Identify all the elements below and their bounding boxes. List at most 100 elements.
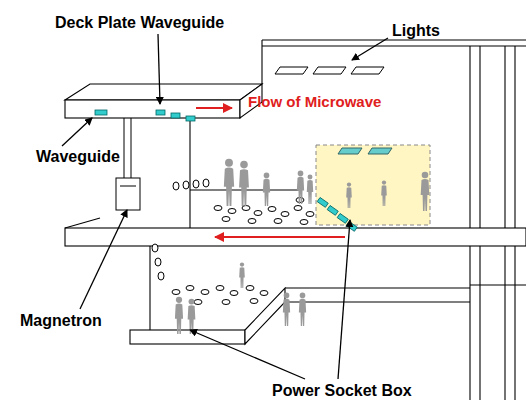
- people: [263, 173, 270, 206]
- power-socket-boxes: [214, 206, 222, 211]
- deck-plate-slots: [95, 110, 107, 115]
- waveguide-riser: [131, 118, 132, 178]
- leader-arrows: [80, 210, 127, 309]
- people: [421, 172, 430, 211]
- people: [239, 262, 245, 288]
- deck-plate-slots: [156, 110, 165, 115]
- waveguide-riser: [116, 178, 140, 210]
- people: [381, 180, 387, 206]
- power-socket-boxes: [194, 300, 202, 305]
- people: [239, 161, 249, 206]
- building-frame: [514, 46, 515, 400]
- power-socket-boxes: [250, 299, 258, 304]
- ceiling-lights: [275, 67, 384, 74]
- power-socket-boxes: [173, 182, 179, 190]
- ceiling-lights: [275, 67, 308, 74]
- power-socket-boxes: [242, 206, 250, 211]
- ceiling-lights: [313, 67, 346, 74]
- power-socket-boxes: [268, 207, 276, 212]
- power-socket-boxes: [254, 211, 262, 216]
- deck-plate-slots: [346, 221, 357, 231]
- people: [297, 171, 304, 204]
- deck-plate-slots: [317, 197, 328, 207]
- leader-arrows: [190, 330, 305, 379]
- deck-plate-slots: [95, 110, 357, 231]
- building-frame: [504, 46, 505, 400]
- middle-slab: [65, 228, 526, 246]
- power-socket-boxes: [186, 286, 194, 291]
- leader-arrows: [338, 220, 350, 379]
- waveguide-riser: [120, 186, 136, 187]
- lower-slab: [245, 288, 285, 344]
- power-socket-boxes: [183, 181, 189, 189]
- deck-plate-slots: [171, 113, 180, 118]
- power-socket-boxes: [281, 212, 289, 217]
- middle-slab: [65, 218, 526, 246]
- microwave-flow-arrows: [215, 236, 345, 238]
- power-socket-boxes: [193, 180, 199, 188]
- power-socket-boxes: [260, 291, 268, 296]
- power-socket-boxes: [230, 291, 238, 296]
- power-socket-boxes: [201, 290, 209, 295]
- leader-arrows: [62, 118, 92, 146]
- part-label: Waveguide: [36, 148, 120, 166]
- lower-slab: [285, 287, 470, 288]
- power-socket-boxes: [216, 286, 224, 291]
- leader-arrows: [62, 34, 388, 379]
- building-frame: [189, 118, 190, 228]
- lower-slab: [285, 301, 470, 302]
- deck-plate-slots: [327, 205, 338, 215]
- ceiling-lights: [351, 67, 384, 74]
- leader-arrows: [352, 38, 388, 60]
- upper-slab: [65, 84, 262, 118]
- power-socket-boxes: [152, 244, 158, 252]
- microwave-flow-arrows: [196, 108, 345, 237]
- power-socket-boxes: [274, 219, 282, 224]
- building-frame: [262, 39, 526, 40]
- microwave-flow-arrows: [196, 107, 232, 109]
- power-socket-boxes: [203, 179, 209, 187]
- people: [175, 159, 429, 334]
- building-frame: [470, 284, 526, 285]
- office-room: [316, 145, 430, 225]
- power-socket-boxes: [222, 217, 230, 222]
- people: [307, 175, 313, 204]
- upper-slab: [65, 100, 240, 118]
- part-label: Power Socket Box: [272, 382, 412, 400]
- office-room: [368, 148, 392, 154]
- people: [346, 182, 352, 208]
- power-socket-boxes: [306, 212, 314, 217]
- part-label: Magnetron: [20, 312, 102, 330]
- building-frame: [149, 246, 150, 330]
- building-frame: [261, 40, 262, 84]
- power-socket-boxes: [248, 219, 256, 224]
- building-frame: [262, 45, 526, 46]
- deck-plate-slots: [186, 116, 195, 121]
- power-socket-boxes: [222, 300, 230, 305]
- people: [283, 293, 290, 326]
- power-socket-boxes: [228, 209, 236, 214]
- office-room: [338, 148, 362, 154]
- office-room: [316, 145, 430, 225]
- waveguide-riser: [124, 118, 125, 178]
- power-socket-boxes: [172, 290, 180, 295]
- leader-arrows: [158, 34, 160, 104]
- part-label: Flow of Microwave: [248, 93, 381, 111]
- upper-slab: [65, 84, 262, 100]
- middle-slab: [65, 218, 100, 228]
- power-socket-boxes: [246, 286, 254, 291]
- power-socket-boxes: [152, 179, 314, 305]
- lower-slab: [130, 288, 470, 344]
- power-socket-boxes: [158, 272, 164, 280]
- building-frame: [479, 46, 480, 400]
- people: [224, 159, 234, 206]
- people: [188, 299, 196, 334]
- people: [175, 297, 183, 334]
- part-label: Deck Plate Waveguide: [55, 14, 224, 32]
- part-label: Lights: [392, 22, 440, 40]
- power-socket-boxes: [300, 220, 308, 225]
- power-socket-boxes: [294, 206, 302, 211]
- deck-plate-slots: [337, 213, 348, 223]
